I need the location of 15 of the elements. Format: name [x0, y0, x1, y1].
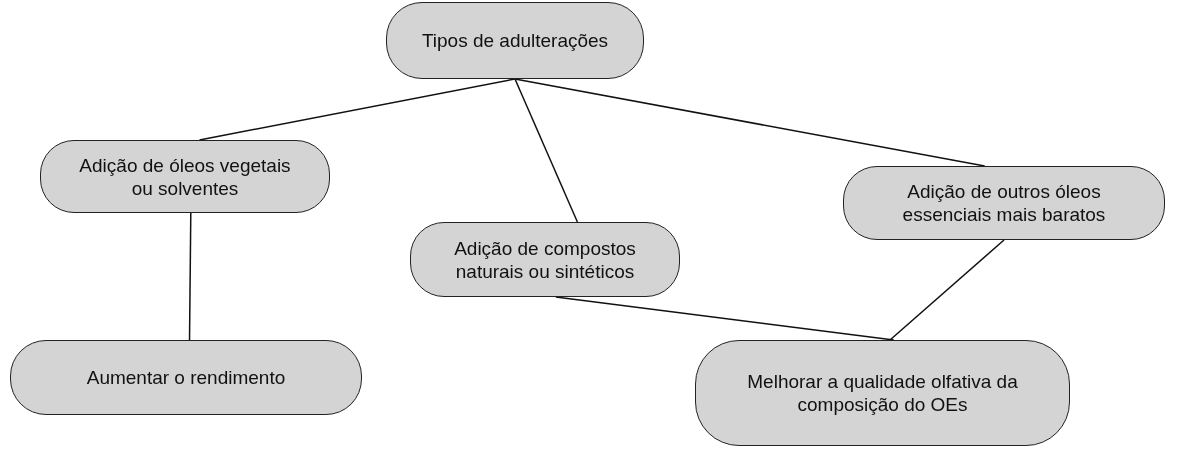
node-text: Adição de outros óleos essenciais mais baratos [901, 180, 1107, 226]
connector-line [514, 78, 579, 223]
connector-line [514, 78, 986, 167]
rounded-box [40, 140, 330, 213]
node-text: Adição de compostos naturais ou sintéticos [453, 236, 637, 283]
connector-line [198, 78, 516, 141]
node-text: Adição de óleos vegetais ou solventes [78, 153, 292, 200]
connector-line [188, 212, 192, 341]
rounded-box [843, 166, 1165, 240]
node-text: Melhorar a qualidade olfativa da composição do OEs [746, 370, 1019, 416]
node-text: Aumentar o rendimento [86, 366, 286, 389]
rounded-box [410, 222, 680, 297]
node-text: Tipos de adulterações [421, 29, 609, 52]
rounded-box [695, 340, 1070, 446]
connector-line [889, 239, 1005, 341]
